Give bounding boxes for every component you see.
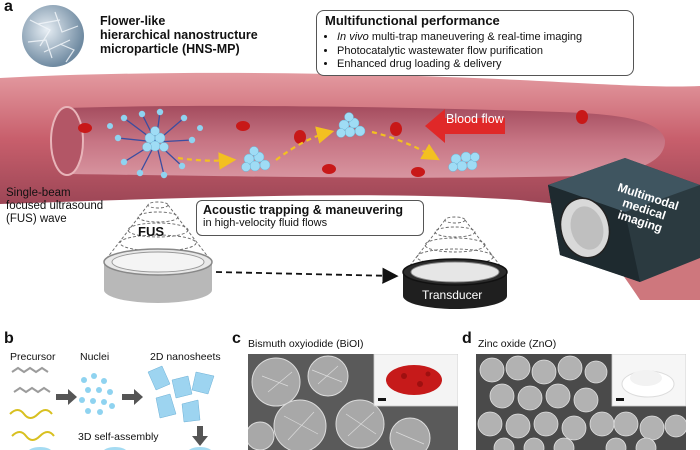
nanosheets: [147, 365, 215, 423]
fus-description: Single-beam focused ultrasound (FUS) wav…: [6, 187, 103, 226]
hns-particle-image: [22, 5, 84, 67]
hns-title-line2: hierarchical nanostructure: [100, 28, 258, 42]
precursor-molecules: [9, 366, 55, 441]
performance-list: In vivo multi-trap maneuvering & real-ti…: [317, 31, 633, 72]
particle-clusters: [241, 112, 480, 172]
trapping-box-title: Acoustic trapping & maneuvering: [203, 203, 404, 217]
performance-item: In vivo multi-trap maneuvering & real-ti…: [337, 31, 633, 45]
panel-c-letter: c: [232, 330, 241, 347]
hns-title: Flower-like hierarchical nanostructure m…: [100, 14, 258, 56]
fus-line1: Single-beam: [6, 187, 71, 199]
transducer-label: Transducer: [422, 288, 483, 302]
trapping-box-subtitle: in high-velocity fluid flows: [203, 217, 328, 229]
process-arrows: [56, 389, 208, 446]
performance-box: Multifunctional performance In vivo mult…: [316, 10, 634, 76]
nuclei-dots: [79, 373, 115, 415]
nanosheets-label: 2D nanosheets: [150, 351, 221, 363]
panel-d-letter: d: [462, 330, 472, 347]
fus-line2: focused ultrasound: [6, 200, 104, 212]
biOI-sem-image: [248, 354, 458, 450]
blood-flow-label: Blood flow: [446, 112, 504, 126]
panel-c-title: Bismuth oxyiodide (BiOI): [248, 338, 364, 350]
self-assembly-label: 3D self-assembly: [78, 431, 159, 443]
transducer-left: [103, 248, 213, 303]
fus-cone-label: FUS: [138, 224, 164, 239]
performance-item: Enhanced drug loading & delivery: [337, 58, 633, 72]
imaging-device: [548, 158, 700, 282]
trapping-box: Acoustic trapping & maneuvering in high-…: [196, 200, 424, 236]
drug-release-particle: [107, 108, 203, 179]
performance-item: Photocatalytic wastewater flow purificat…: [337, 45, 633, 59]
zno-sem-image: [476, 354, 686, 450]
panel-d-title: Zinc oxide (ZnO): [478, 338, 557, 350]
trap-path-arrows: [177, 126, 440, 170]
blood-flow-arrow: [425, 109, 505, 143]
performance-box-title: Multifunctional performance: [325, 13, 500, 28]
nuclei-label: Nuclei: [80, 351, 110, 363]
panel-b-letter: b: [4, 330, 14, 347]
bottom-cut-shapes: [29, 447, 211, 450]
precursor-label: Precursor: [10, 351, 56, 363]
hns-title-line1: Flower-like: [100, 14, 166, 28]
vessel-opening: [50, 106, 84, 176]
maneuver-arrow: [215, 267, 399, 284]
fus-line3: (FUS) wave: [6, 213, 67, 225]
hns-title-line3: microparticle (HNS-MP): [100, 42, 240, 56]
panel-a-letter: a: [4, 0, 13, 15]
transducer-right: [402, 258, 508, 309]
red-blood-cells: [78, 110, 588, 177]
